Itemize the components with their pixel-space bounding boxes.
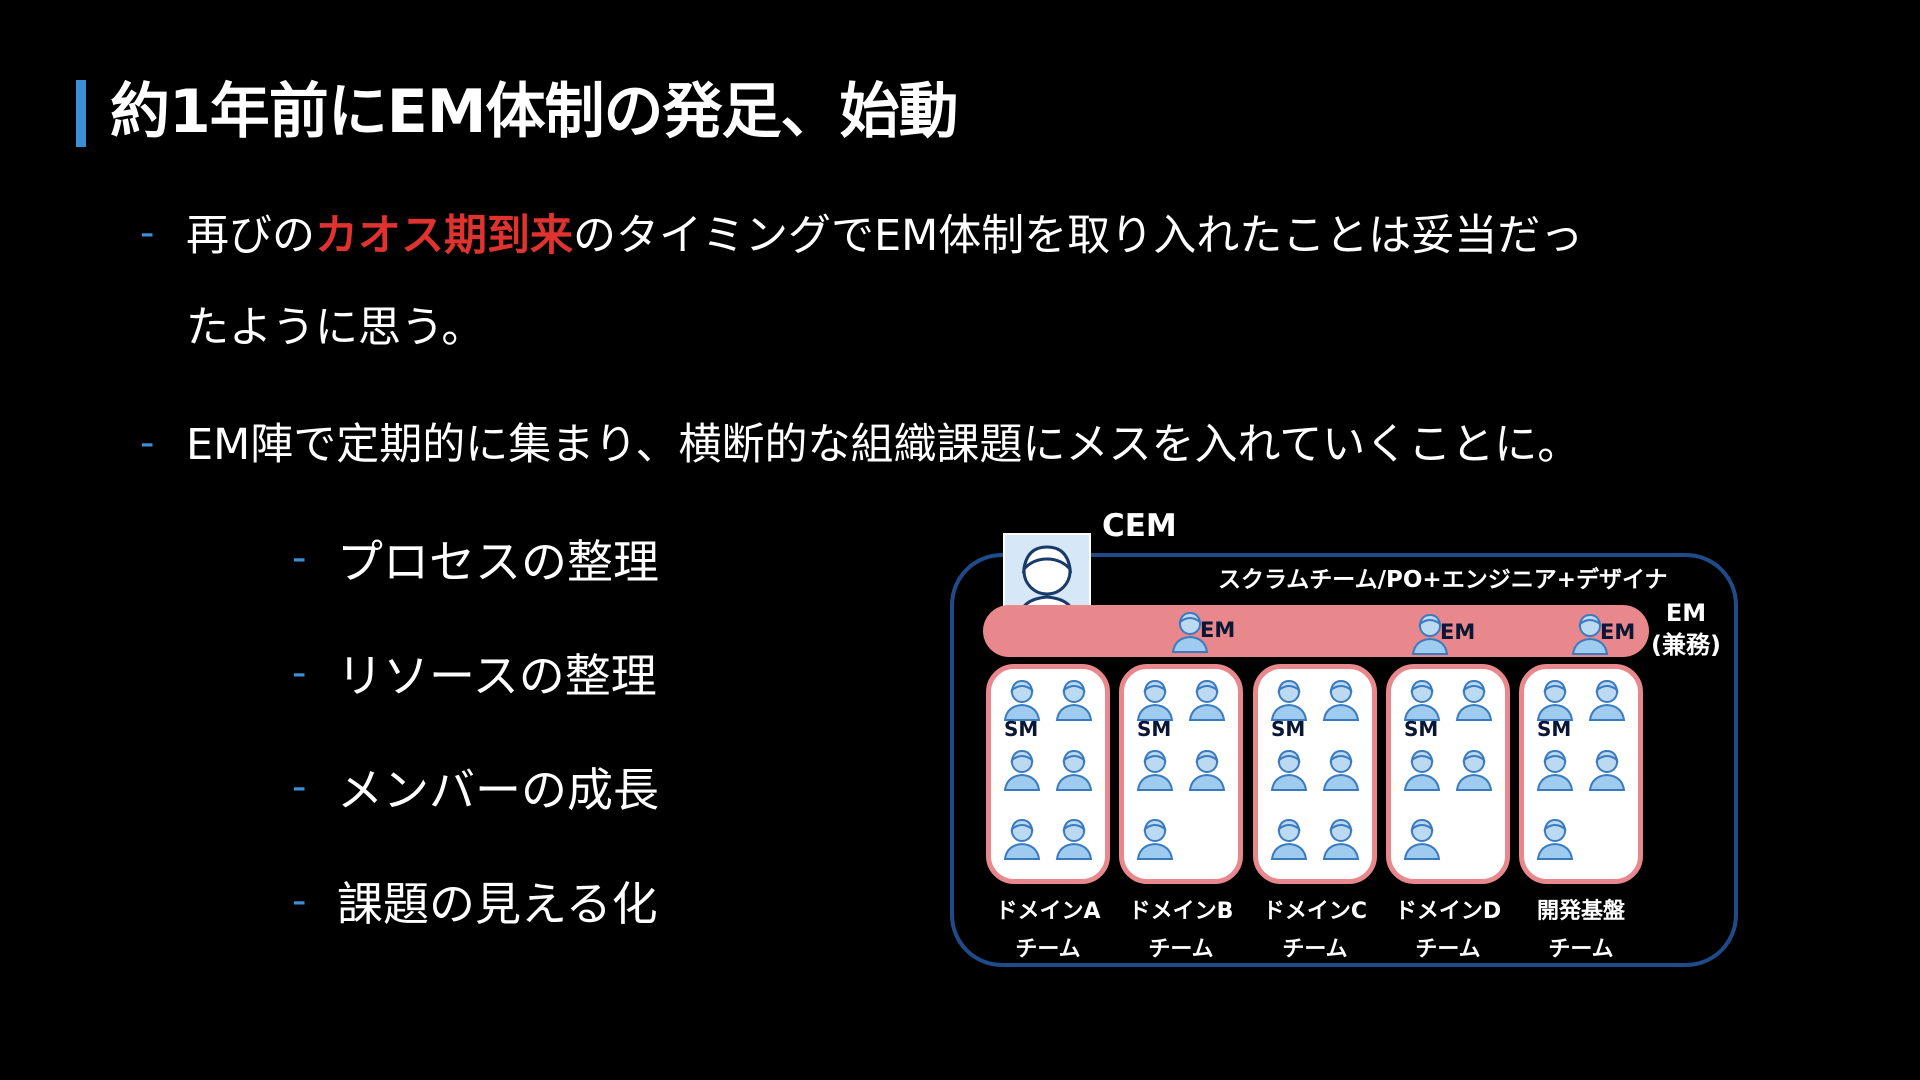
person-icon [1587, 746, 1627, 796]
team-label-line2: チーム [1415, 937, 1481, 962]
person-icon [1054, 676, 1094, 726]
person-icon [1535, 815, 1575, 865]
team-label-line2: チーム [1548, 937, 1614, 962]
person-icon [1135, 676, 1175, 726]
person-icon [1410, 610, 1450, 660]
person-icon [1570, 610, 1610, 660]
sub-dash: - [292, 650, 307, 696]
bullet-1-line2: たように思う。 [186, 303, 485, 353]
em-side-line2: (兼務) [1651, 631, 1721, 659]
person-icon [1535, 746, 1575, 796]
bullet-dash: - [140, 210, 155, 256]
person-icon [1135, 815, 1175, 865]
em-tag: EM [1600, 620, 1636, 644]
person-icon [1054, 815, 1094, 865]
team-label: ドメインA チーム [981, 893, 1115, 969]
person-icon [1587, 676, 1627, 726]
team-label: ドメインC チーム [1248, 893, 1382, 969]
person-icon [1135, 746, 1175, 796]
team-box [1119, 664, 1243, 884]
team-box [986, 664, 1110, 884]
sm-label: SM [1137, 717, 1172, 741]
person-icon [1321, 746, 1361, 796]
scrum-team-frame [950, 553, 1738, 967]
team-label-line1: ドメインA [995, 899, 1101, 924]
slide-title: 約1年前にEM体制の発足、始動 [110, 77, 958, 147]
person-icon [1402, 815, 1442, 865]
sm-label: SM [1271, 717, 1306, 741]
person-icon [1002, 815, 1042, 865]
title-accent-bar [76, 80, 86, 147]
person-icon [1454, 676, 1494, 726]
person-icon [1402, 676, 1442, 726]
person-icon [1402, 746, 1442, 796]
team-box [1519, 664, 1643, 884]
sub-dash: - [292, 764, 307, 810]
bullet-1-rest: のタイミングでEM体制を取り入れたことは妥当だっ [573, 211, 1584, 261]
sub-item-growth: メンバーの成長 [337, 763, 659, 817]
person-icon [1002, 746, 1042, 796]
team-label: 開発基盤チーム [1514, 893, 1648, 969]
sm-label: SM [1004, 717, 1039, 741]
bullet-1-highlight: カオス期到来 [315, 211, 573, 261]
sm-label: SM [1404, 717, 1439, 741]
sub-item-process: プロセスの整理 [337, 535, 659, 589]
sub-item-visualize: 課題の見える化 [337, 877, 658, 931]
em-bar [983, 605, 1649, 657]
team-label: ドメインD チーム [1381, 893, 1515, 969]
team-label-line2: チーム [1015, 937, 1081, 962]
team-label-line2: チーム [1282, 937, 1348, 962]
bullet-1: 再びのカオス期到来のタイミングでEM体制を取り入れたことは妥当だっ [186, 206, 1583, 266]
sub-dash: - [292, 878, 307, 924]
person-icon [1454, 746, 1494, 796]
person-icon [1269, 746, 1309, 796]
team-box [1253, 664, 1377, 884]
person-icon [1054, 746, 1094, 796]
person-icon [1535, 676, 1575, 726]
person-icon [1269, 815, 1309, 865]
team-box [1386, 664, 1510, 884]
sub-item-resource: リソースの整理 [337, 649, 657, 703]
team-label-line2: チーム [1148, 937, 1214, 962]
cem-label: CEM [1102, 508, 1177, 544]
sm-label: SM [1537, 717, 1572, 741]
em-tag: EM [1440, 620, 1476, 644]
em-side-line1: EM [1665, 599, 1707, 627]
person-icon [1002, 676, 1042, 726]
team-label: ドメインB チーム [1114, 893, 1248, 969]
person-icon [1269, 676, 1309, 726]
em-tag: EM [1200, 618, 1236, 642]
team-label-line1: ドメインD [1394, 899, 1502, 924]
sub-dash: - [292, 535, 307, 581]
bullet-1-prefix: 再びの [186, 211, 315, 261]
person-icon [1187, 676, 1227, 726]
person-icon [1321, 676, 1361, 726]
person-icon [1170, 608, 1210, 658]
bullet-2: EM陣で定期的に集まり、横断的な組織課題にメスを入れていくことに。 [186, 420, 1581, 470]
frame-caption: スクラムチーム/PO+エンジニア+デザイナ [1218, 567, 1668, 593]
bullet-dash: - [140, 420, 155, 466]
person-icon [1321, 815, 1361, 865]
team-label-line1: ドメインC [1262, 899, 1368, 924]
em-side-label: EM (兼務) [1646, 597, 1726, 661]
team-label-line1: 開発基盤 [1536, 899, 1625, 924]
person-icon [1187, 746, 1227, 796]
team-label-line1: ドメインB [1128, 899, 1234, 924]
